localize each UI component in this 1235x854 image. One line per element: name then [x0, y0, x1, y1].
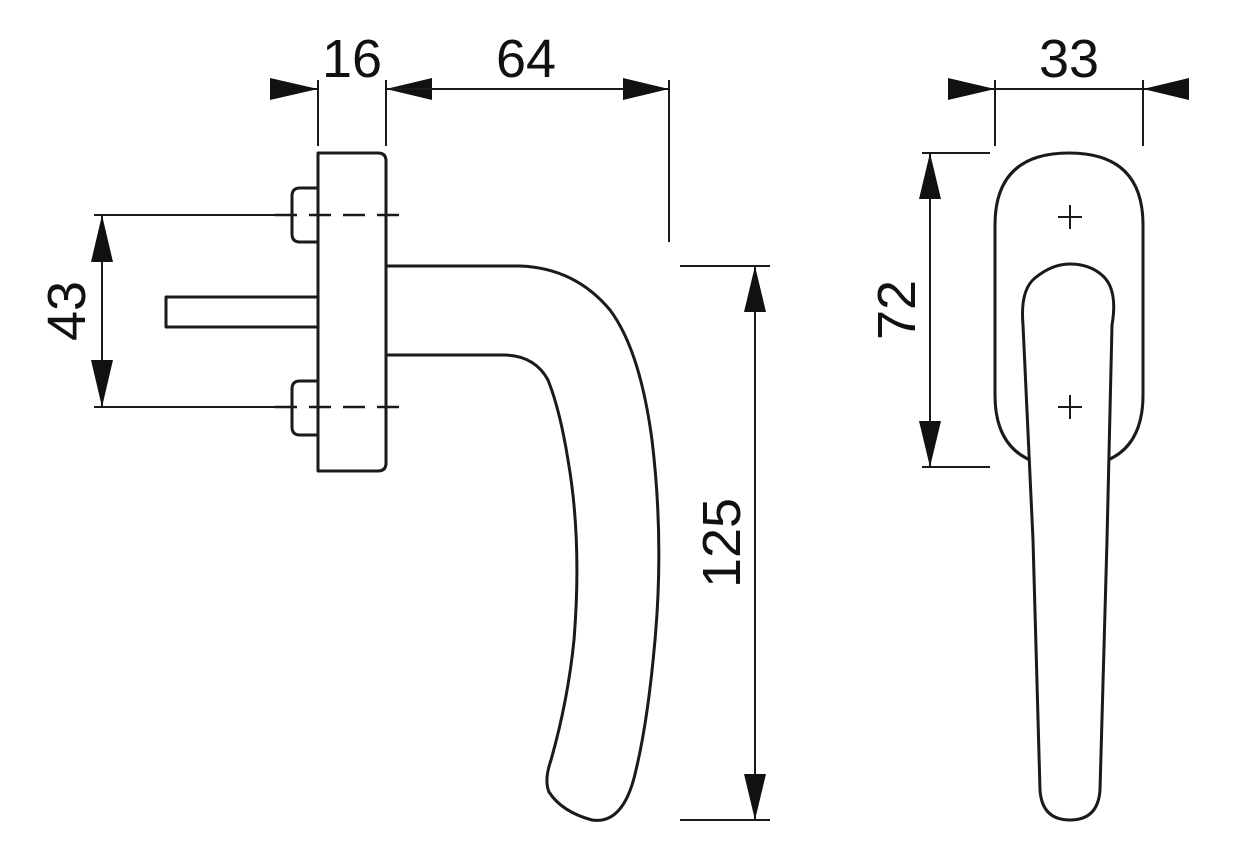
handle-height-label: 125	[692, 498, 752, 588]
upper-screw-icon	[1058, 205, 1082, 229]
front-view	[993, 151, 1145, 822]
dimension-handle-height: 125	[680, 265, 770, 821]
handle-projection-label: 64	[496, 29, 556, 89]
rose-plate-side	[316, 151, 388, 473]
side-view	[164, 151, 661, 822]
rose-height-label: 72	[867, 280, 927, 340]
handle-lever-front	[1021, 262, 1116, 822]
lower-screw-head	[290, 379, 320, 437]
dimension-rose-width: 33	[948, 29, 1189, 146]
lower-screw-icon	[1058, 395, 1082, 419]
upper-screw-head	[290, 186, 320, 244]
screw-spacing-label: 43	[37, 281, 97, 341]
rose-width-label: 33	[1039, 29, 1099, 89]
handle-lever-side	[384, 264, 661, 822]
rose-depth-label: 16	[322, 29, 382, 89]
dimension-rose-depth: 16	[270, 29, 432, 146]
dimension-screw-spacing: 43	[37, 214, 275, 408]
dimension-rose-height: 72	[867, 152, 990, 468]
dimension-handle-projection: 64	[386, 29, 670, 242]
spindle	[164, 295, 320, 329]
